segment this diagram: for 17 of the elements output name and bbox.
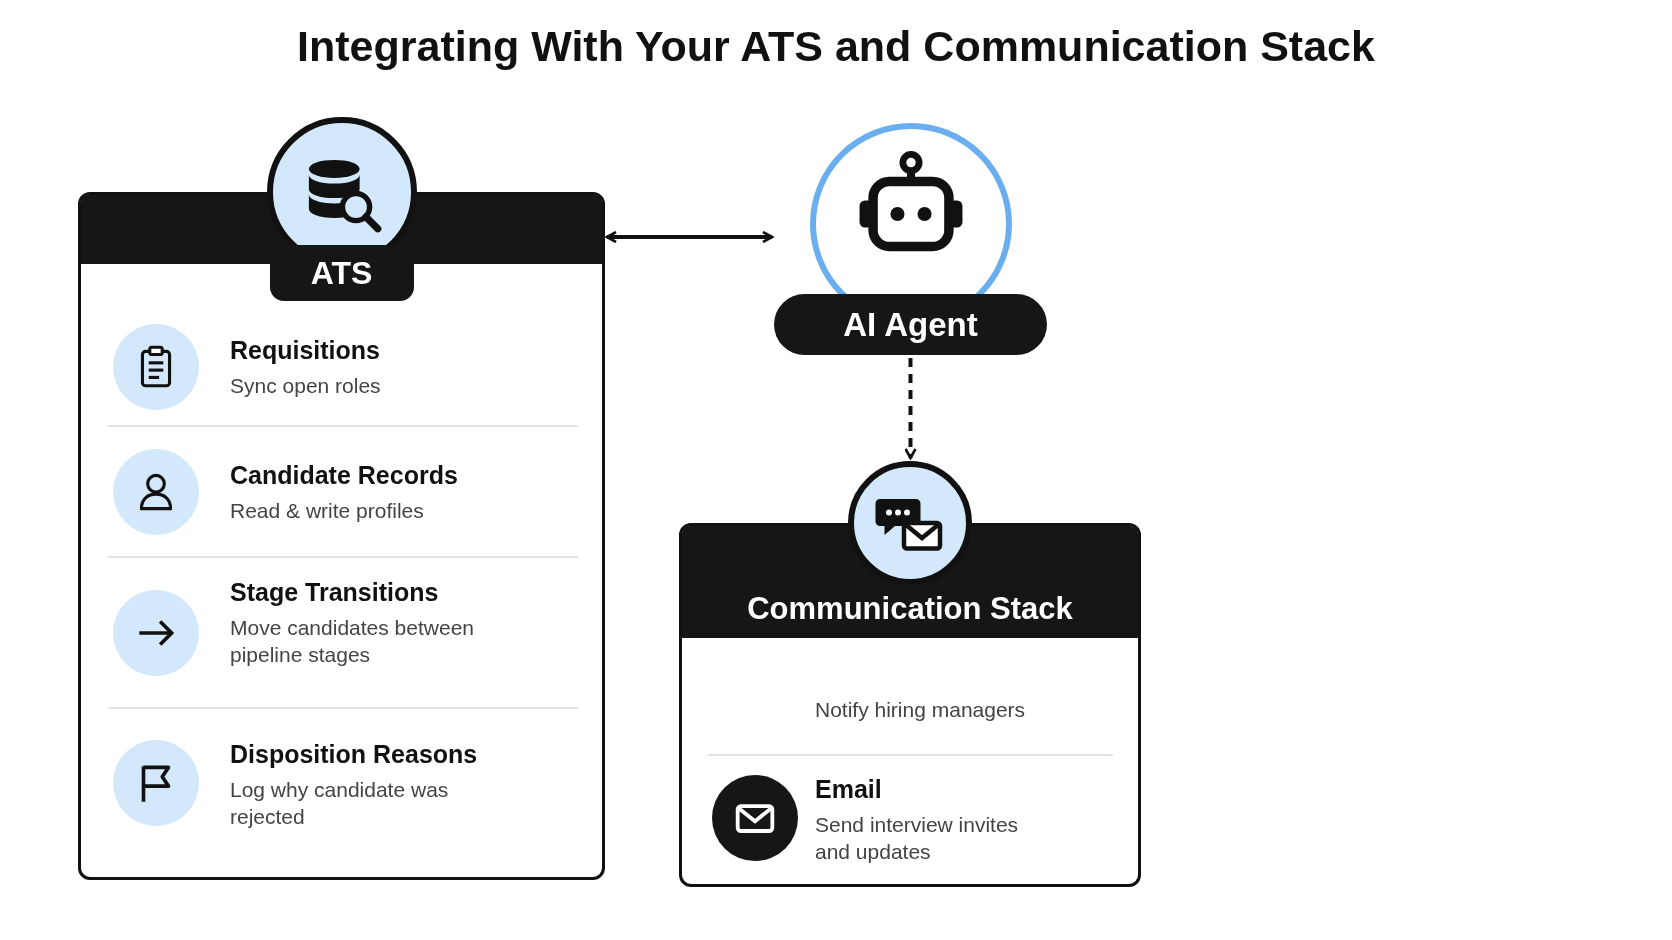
item-description: Read & write profiles	[230, 497, 425, 524]
item-description: Notify hiring managers	[815, 696, 1027, 723]
item-description: Move candidates between pipeline stages	[230, 614, 475, 668]
item-title: Candidate Records	[230, 460, 458, 490]
card-heading: Communication Stack	[746, 591, 1074, 627]
card-heading: ATS	[269, 245, 414, 301]
item-title: Requisitions	[230, 335, 380, 365]
agent-label: AI Agent	[774, 294, 1047, 355]
item-title: Stage Transitions	[230, 577, 439, 607]
item-description: Send interview invites and updates	[815, 811, 1020, 865]
item-description: Sync open roles	[230, 372, 382, 399]
dashed-arrow	[904, 358, 917, 460]
diagram-title: Integrating With Your ATS and Communication Stack	[296, 22, 1376, 71]
item-title: Disposition Reasons	[230, 740, 478, 769]
item-description: Log why candidate was rejected	[230, 777, 450, 830]
arrow	[605, 230, 774, 244]
item-title: Email	[815, 774, 882, 804]
